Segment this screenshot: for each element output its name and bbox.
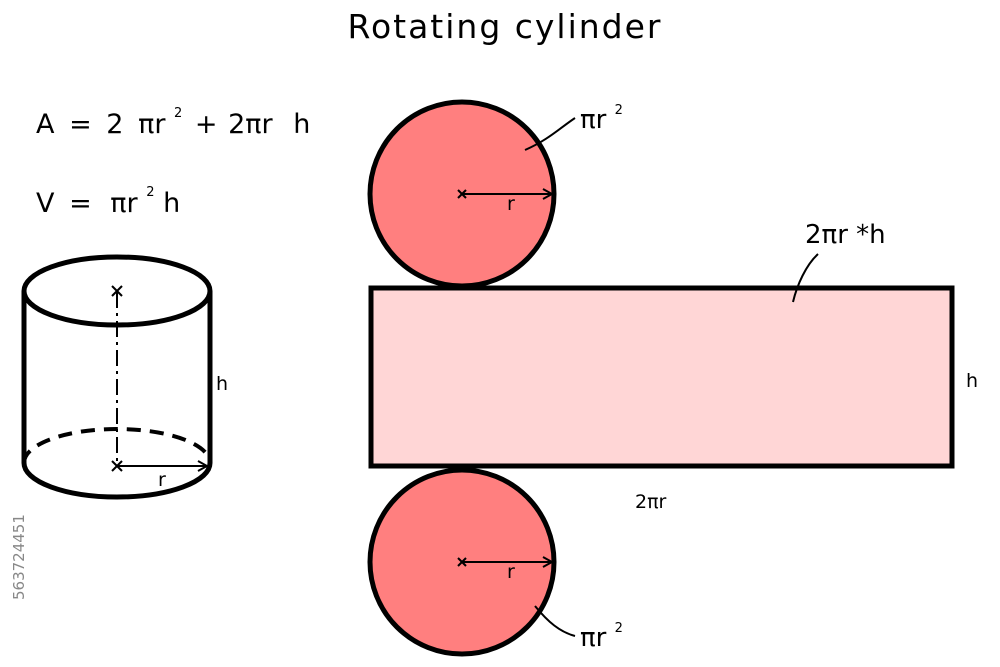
stock-image-id: 563724451 <box>10 514 28 600</box>
rectangle-shape <box>368 285 955 469</box>
volume-height: h <box>163 188 180 219</box>
area-exponent: 2 <box>174 106 182 121</box>
net-top-circle: r πr 2 <box>367 99 623 289</box>
rectangle-area-label: 2πr *h <box>805 220 886 250</box>
svg-text:πr 2: πr 2 <box>580 103 623 135</box>
top-circle-radius-label: r <box>507 193 515 215</box>
area-height: h <box>293 109 310 140</box>
area-plus: + <box>195 109 218 140</box>
bottom-circle-leader-line <box>534 605 576 637</box>
volume-formula: V = πr 2 h <box>36 172 180 219</box>
rectangle-leader-line <box>792 253 819 303</box>
bottom-circle-radius-label: r <box>507 561 515 583</box>
svg-text:A = 2 πr: A = 2 πr 2 + 2πr h <box>36 93 310 140</box>
rectangle-width-label: 2πr <box>635 491 667 513</box>
top-circle-leader-line <box>524 117 576 151</box>
net-bottom-circle: r πr 2 <box>367 467 623 657</box>
top-circle-area-exponent: 2 <box>615 103 623 118</box>
cylinder-radius-label: r <box>158 469 166 491</box>
svg-text:πr 2: πr 2 <box>580 621 623 653</box>
bottom-circle-area-exponent: 2 <box>615 621 623 636</box>
area-lhs: A <box>36 109 55 140</box>
area-equals: = <box>69 109 92 140</box>
top-circle-area-label: πr <box>580 105 607 135</box>
area-coefficient: 2 <box>106 109 123 140</box>
cylinder-height-label: h <box>216 373 228 395</box>
volume-lhs: V <box>36 188 55 219</box>
volume-exponent: 2 <box>146 185 154 200</box>
area-second-term: 2πr <box>228 109 273 140</box>
cylinder-axis-top-cross <box>111 285 123 297</box>
cylinder-3d <box>21 254 213 500</box>
volume-equals: = <box>69 188 92 219</box>
area-pi-r: πr <box>138 109 166 140</box>
cylinder-bottom-front-arc <box>21 462 213 500</box>
volume-pi-r: πr <box>110 188 138 219</box>
bottom-circle-area-label: πr <box>580 623 607 653</box>
svg-text:V = πr 2: V = πr 2 h <box>36 172 180 219</box>
diagram-title: Rotating cylinder <box>348 7 663 46</box>
rectangle-height-label: h <box>966 370 978 392</box>
area-formula: A = 2 πr 2 + 2πr h <box>36 93 310 140</box>
net-rectangle: 2πr *h h 2πr <box>368 220 978 513</box>
